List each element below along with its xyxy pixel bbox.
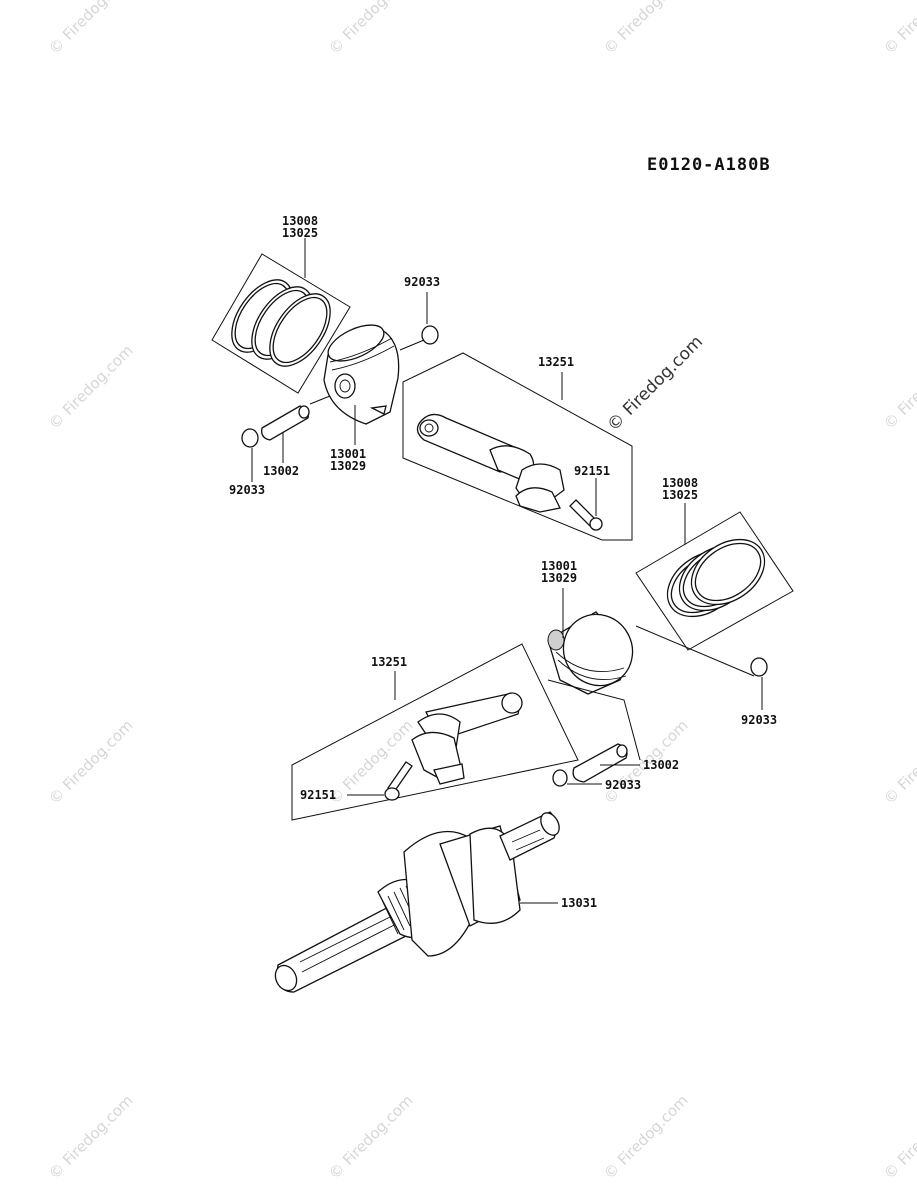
piston-lower <box>547 611 634 695</box>
label-ring-set-top-1: 13008 <box>282 214 318 228</box>
label-rod-assembly-lower: 13251 <box>371 655 407 669</box>
watermark: © Firedog.com <box>45 716 137 808</box>
label-ring-set-right-2: 13025 <box>662 488 698 502</box>
watermark: © Firedog.com <box>600 1091 692 1183</box>
label-piston-top-2: 13029 <box>330 459 366 473</box>
watermark-layer: © Firedog.com © Firedog.com © Firedog.co… <box>45 0 917 1183</box>
circlip-top-right <box>421 325 439 345</box>
watermark: © Firedog.com <box>880 1091 917 1183</box>
label-circlip-top-left: 92033 <box>229 483 265 497</box>
diagram-code: E0120-A180B <box>647 155 771 175</box>
label-ring-set-right-1: 13008 <box>662 476 698 490</box>
ring-set-top <box>211 253 351 394</box>
label-crankshaft: 13031 <box>561 896 597 910</box>
piston-pin-top <box>261 395 331 441</box>
watermark: © Firedog.com <box>880 716 917 808</box>
piston-top <box>323 324 400 425</box>
rod-assembly-top <box>402 352 633 541</box>
label-piston-top-1: 13001 <box>330 447 366 461</box>
label-piston-lower-2: 13029 <box>541 571 577 585</box>
watermark: © Firedog.com <box>600 0 692 58</box>
circlip-right <box>750 657 768 677</box>
watermark: © Firedog.com <box>325 716 417 808</box>
label-circlip-right: 92033 <box>741 713 777 727</box>
label-pin-top: 13002 <box>263 464 299 478</box>
piston-pin-lower <box>572 743 628 783</box>
watermark: © Firedog.com <box>45 1091 137 1183</box>
label-bolt-top: 92151 <box>574 464 610 478</box>
label-ring-set-top-2: 13025 <box>282 226 318 240</box>
crankshaft <box>274 811 560 993</box>
label-piston-lower-1: 13001 <box>541 559 577 573</box>
watermark: © Firedog.com <box>325 1091 417 1183</box>
part-labels: 13008 13025 92033 13251 13001 13029 1300… <box>229 214 777 910</box>
label-bolt-lower: 92151 <box>300 788 336 802</box>
watermark: © Firedog.com <box>880 341 917 433</box>
watermark: © Firedog.com <box>880 0 917 58</box>
label-circlip-lower: 92033 <box>605 778 641 792</box>
watermark-feature: © Firedog.com <box>603 332 707 436</box>
ring-set-right <box>635 511 794 651</box>
watermark: © Firedog.com <box>45 0 137 58</box>
label-circlip-top-right: 92033 <box>404 275 440 289</box>
circlip-top-left <box>241 428 259 448</box>
watermark: © Firedog.com <box>325 0 417 58</box>
circlip-lower <box>552 769 568 787</box>
rod-assembly-lower <box>291 643 579 821</box>
label-pin-lower: 13002 <box>643 758 679 772</box>
label-rod-assembly-top: 13251 <box>538 355 574 369</box>
watermark: © Firedog.com <box>45 341 137 433</box>
